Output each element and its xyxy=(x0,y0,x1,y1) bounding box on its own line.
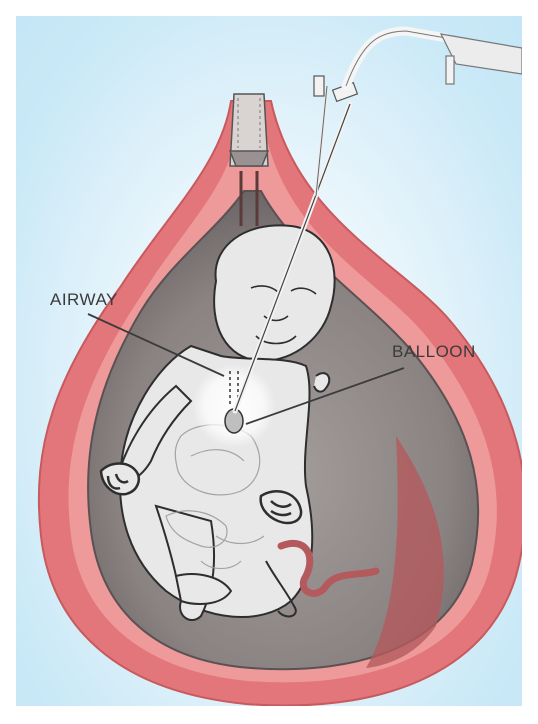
airway-highlight xyxy=(192,364,276,448)
diagram-stage: AIRWAY BALLOON xyxy=(16,16,522,706)
airway-label: AIRWAY xyxy=(50,290,118,310)
balloon-label: BALLOON xyxy=(392,342,476,362)
